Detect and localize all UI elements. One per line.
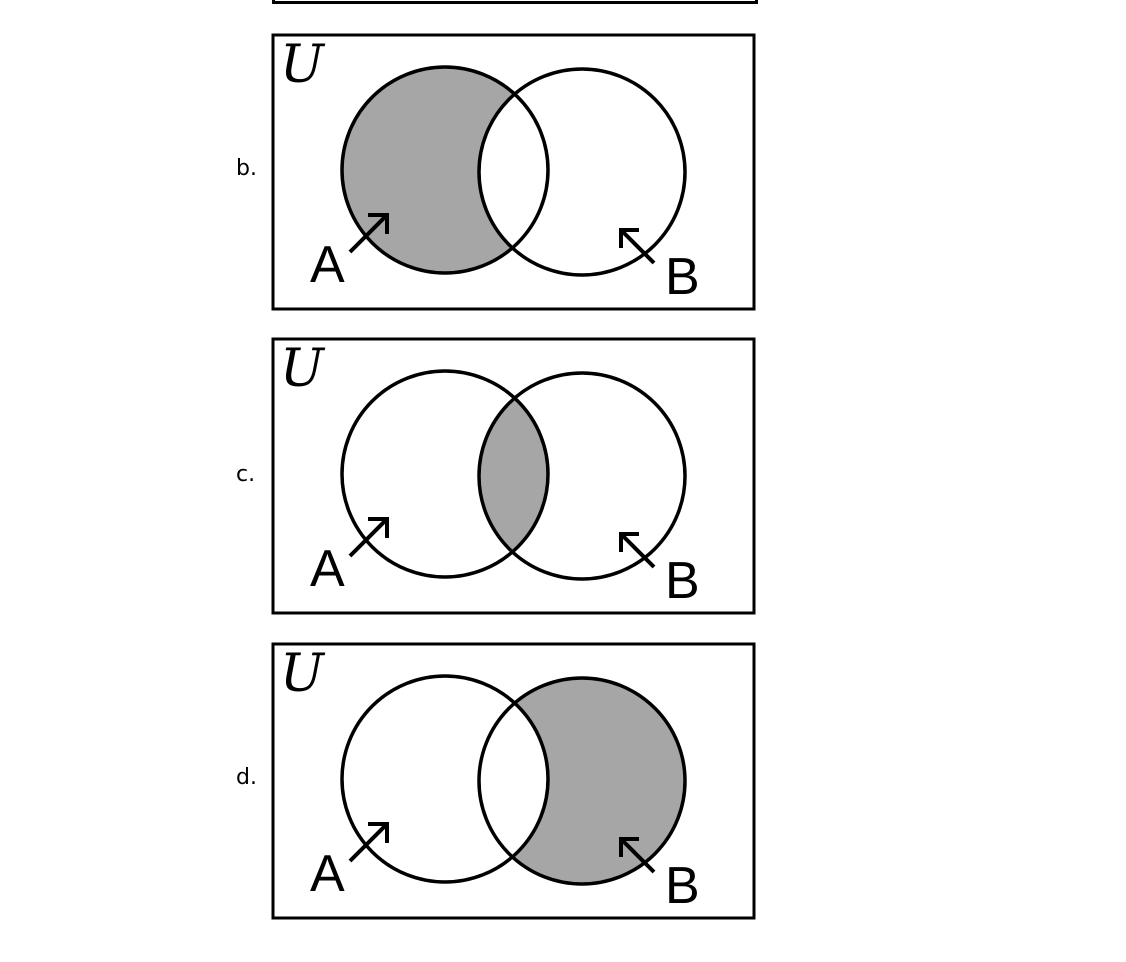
circle-a — [340, 369, 550, 579]
venn-diagram-option-c: U A B — [271, 337, 756, 615]
set-a-label: A — [310, 236, 345, 294]
unshaded-intersection — [479, 69, 548, 273]
option-label: b. — [236, 156, 257, 181]
venn-diagram-option-d: U A B — [271, 642, 756, 920]
shaded-region-intersection — [479, 373, 548, 577]
circle-b — [477, 67, 687, 277]
circle-b — [477, 371, 687, 581]
arrow-b-icon — [619, 532, 656, 569]
option-c[interactable]: c. U A B — [0, 336, 1126, 616]
set-b-label: B — [665, 248, 700, 306]
circle-b — [477, 676, 687, 886]
circle-a — [340, 674, 550, 884]
set-b-label: B — [665, 857, 700, 915]
option-d[interactable]: d. U A B — [0, 641, 1126, 921]
option-label: d. — [236, 765, 257, 790]
option-label: c. — [236, 462, 256, 487]
set-a-label: A — [310, 845, 345, 903]
arrow-b-icon — [619, 837, 656, 874]
universe-label: U — [280, 35, 326, 95]
universe-label: U — [280, 339, 326, 399]
arrow-a-icon — [348, 517, 389, 558]
option-b[interactable]: b. U A B — [0, 32, 1126, 312]
circle-a — [340, 65, 550, 275]
set-a-label: A — [310, 540, 345, 598]
venn-diagram-option-b: U A B — [271, 33, 756, 311]
universe-label: U — [280, 644, 326, 704]
arrow-a-icon — [348, 213, 389, 254]
previous-option-box-partial — [272, 0, 758, 4]
arrow-b-icon — [619, 228, 656, 265]
set-b-label: B — [665, 552, 700, 610]
arrow-a-icon — [348, 822, 389, 863]
unshaded-intersection — [479, 678, 548, 882]
